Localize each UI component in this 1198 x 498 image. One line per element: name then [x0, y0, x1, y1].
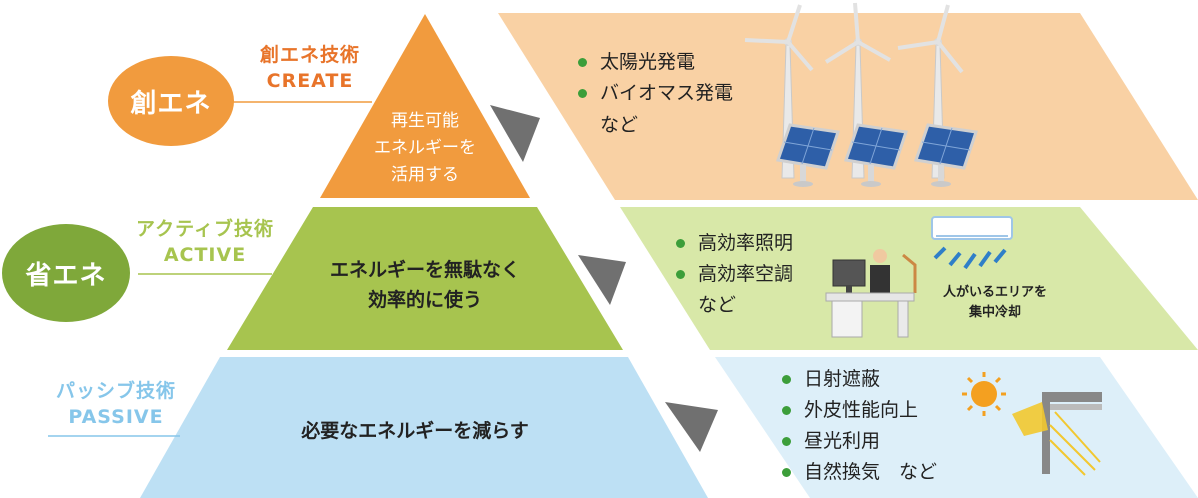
- passive-label-jp: パッシブ技術: [55, 380, 176, 402]
- solar-panel-icon: [844, 123, 908, 187]
- create-list: 太陽光発電 バイオマス発電: [578, 47, 733, 109]
- arrow-right-icon: [490, 105, 540, 162]
- bullet-icon: [676, 239, 685, 248]
- pyramid-bottom-line: 必要なエネルギーを減らす: [301, 420, 529, 442]
- pyramid-top: [320, 14, 530, 198]
- pyramid-middle-line: エネルギーを無駄なく: [329, 259, 520, 281]
- arrow-right-icon: [665, 402, 718, 452]
- bullet-icon: [578, 89, 587, 98]
- bullet-icon: [782, 437, 791, 446]
- office-worker-icon: [825, 249, 917, 338]
- pyramid-top-text: 再生可能 エネルギーを 活用する: [345, 108, 505, 189]
- bullet-icon: [782, 375, 791, 384]
- pyramid-middle-line: 効率的に使う: [367, 289, 482, 311]
- list-item: 外皮性能向上: [782, 395, 937, 426]
- list-item: 高効率空調: [676, 259, 793, 290]
- solar-panel-icon: [776, 123, 840, 187]
- active-panel: [620, 207, 1198, 350]
- bullet-icon: [578, 58, 587, 67]
- pyramid-top-line: 再生可能: [391, 111, 459, 131]
- active-label-en: ACTIVE: [163, 244, 247, 266]
- pyramid-top-line: 活用する: [391, 165, 459, 185]
- active-caption: 人がいるエリアを 集中冷却: [920, 283, 1070, 323]
- sun-icon: [962, 372, 1006, 416]
- solar-panel-icon: [914, 123, 978, 187]
- create-list-tail: など: [600, 114, 639, 136]
- passive-label-en: PASSIVE: [68, 406, 164, 428]
- caption-line: 集中冷却: [968, 305, 1021, 320]
- save-energy-circle-label: 省エネ: [25, 260, 107, 291]
- active-label-jp: アクティブ技術: [136, 218, 274, 240]
- sunshade-icon: [1012, 392, 1102, 476]
- air-conditioner-icon: [931, 216, 1013, 270]
- active-list: 高効率照明 高効率空調: [676, 228, 793, 290]
- create-panel: [498, 13, 1198, 200]
- bullet-icon: [782, 468, 791, 477]
- arrow-right-icon: [578, 255, 626, 305]
- list-item: バイオマス発電: [578, 78, 733, 109]
- list-item: 自然換気 など: [782, 457, 937, 488]
- create-label-jp: 創エネ技術: [259, 44, 360, 66]
- create-circle-label: 創エネ: [130, 88, 212, 119]
- save-energy-circle: 省エネ: [2, 224, 130, 322]
- bullet-icon: [782, 406, 791, 415]
- pyramid-bottom: [140, 357, 708, 498]
- passive-list: 日射遮蔽 外皮性能向上 昼光利用 自然換気 など: [782, 364, 937, 488]
- pyramid-bottom-text: 必要なエネルギーを減らす: [250, 416, 580, 446]
- create-circle: 創エネ: [108, 56, 234, 146]
- pyramid-middle: [227, 207, 623, 350]
- list-item: 高効率照明: [676, 228, 793, 259]
- pyramid-middle-text: エネルギーを無駄なく 効率的に使う: [300, 255, 550, 315]
- list-item: 太陽光発電: [578, 47, 733, 78]
- list-item: 日射遮蔽: [782, 364, 937, 395]
- pyramid-top-line: エネルギーを: [374, 138, 476, 158]
- bullet-icon: [676, 270, 685, 279]
- list-item: 昼光利用: [782, 426, 937, 457]
- caption-line: 人がいるエリアを: [942, 285, 1047, 300]
- create-label-en: CREATE: [266, 70, 354, 92]
- active-list-tail: など: [698, 294, 737, 316]
